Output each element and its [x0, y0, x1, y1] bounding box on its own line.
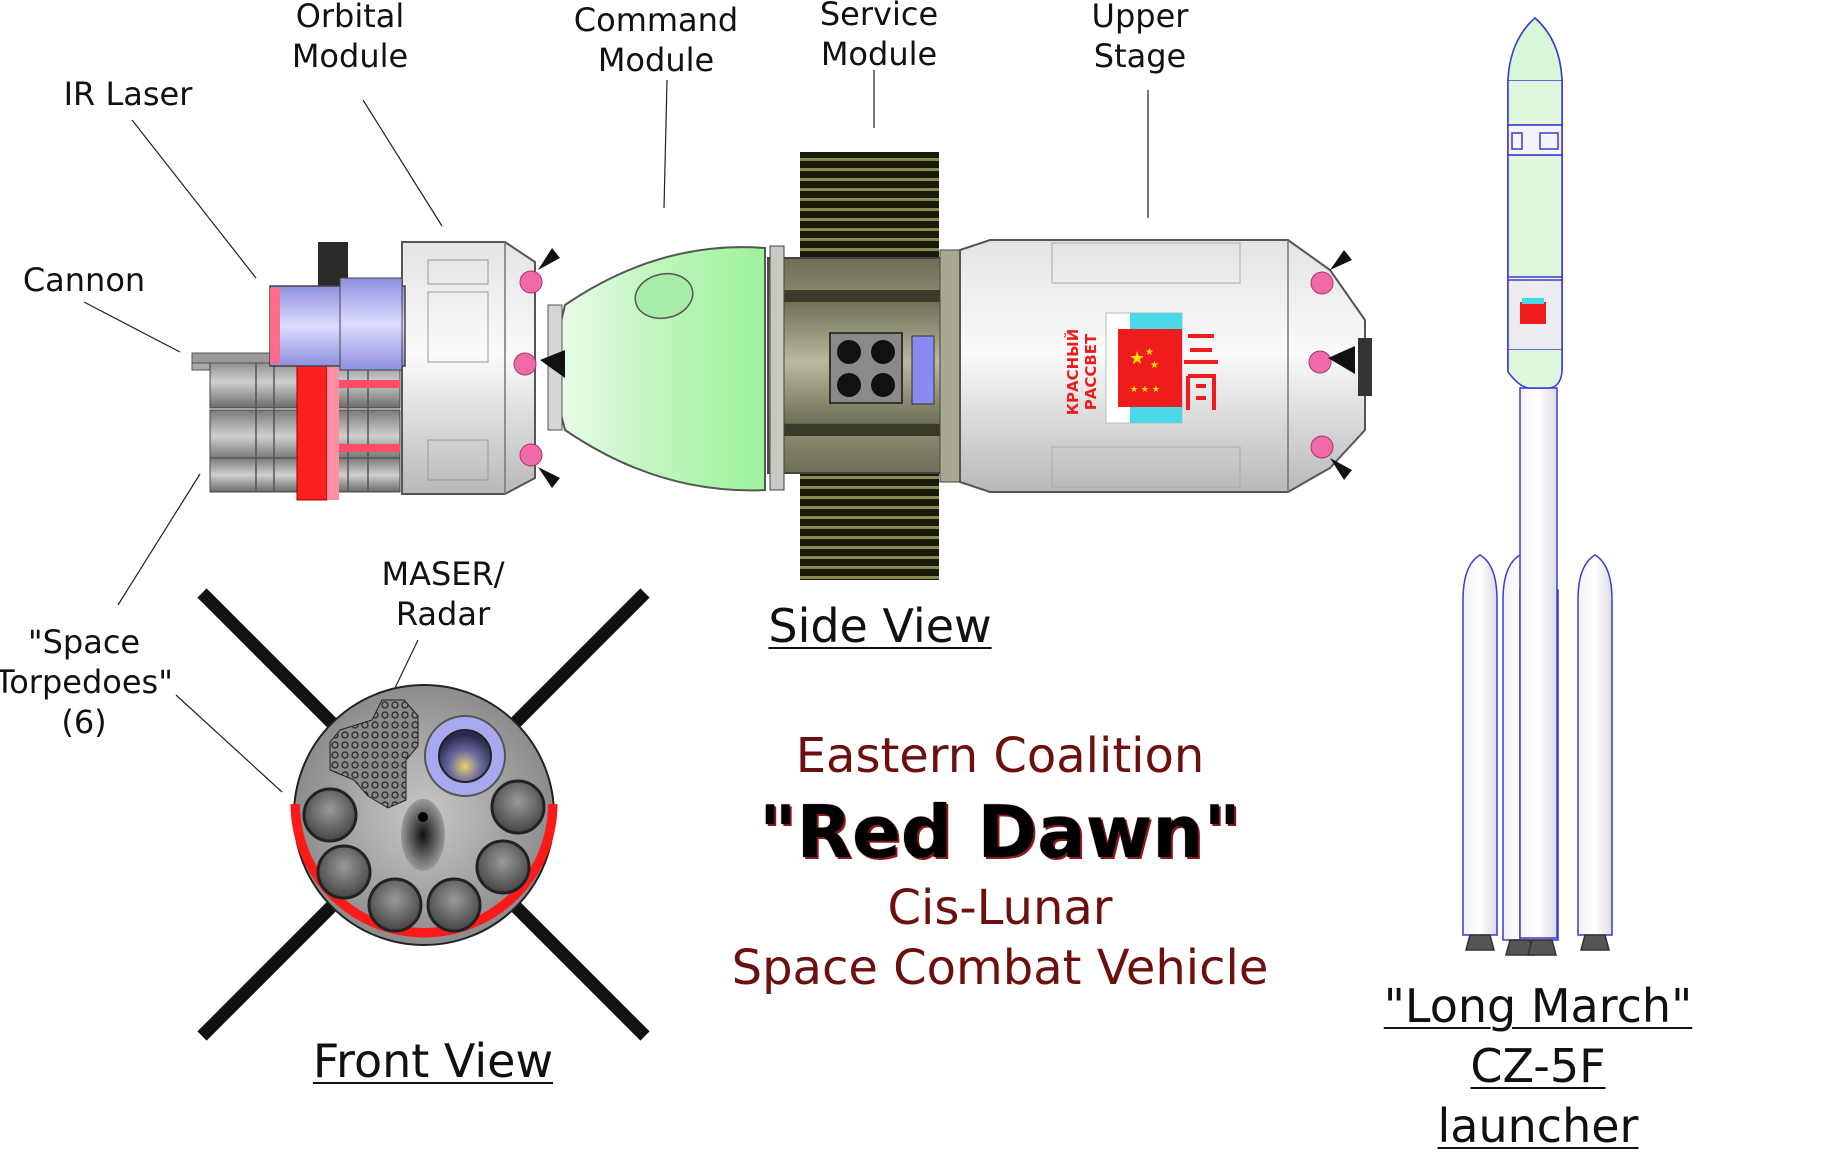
hull-marking-line-2: РАССВЕТ [1082, 333, 1100, 410]
upper-stage-label: Upper Stage [1092, 0, 1189, 76]
flag-emblem: ★ ★ ★ ★ ★ ★ [1105, 312, 1218, 424]
ir-laser-aperture [424, 715, 506, 797]
ir-laser-label: IR Laser [63, 75, 193, 113]
solar-cell-stripe [800, 218, 939, 221]
rcs-thrusters [513, 270, 1334, 467]
solar-cell-stripe [800, 178, 939, 181]
solar-cell-stripe [800, 546, 939, 549]
solar-cell-stripe [800, 208, 939, 211]
command-module-label: Command Module [574, 0, 738, 80]
space-torpedoes-label-line2: Torpedoes" [0, 663, 173, 701]
upper-stage-label-line1: Upper [1091, 0, 1189, 35]
launcher-caption-line1: "Long March" [1383, 979, 1693, 1033]
space-torpedoes-label-line1: "Space [27, 623, 141, 661]
solar-cell-stripe [800, 198, 939, 201]
front-view-spacecraft [197, 588, 650, 1041]
svg-text:★ ★ ★: ★ ★ ★ [1130, 385, 1160, 395]
solar-cell-stripe [800, 238, 939, 241]
cannon-label: Cannon [22, 261, 146, 299]
hull-marking-line-1: КРАСНЫЙ [1063, 329, 1082, 416]
sensor-panel [911, 335, 935, 405]
solar-cell-stripe [800, 496, 939, 499]
maser-radar-label-line2: Radar [395, 595, 491, 633]
thruster-cluster [829, 332, 903, 404]
upper-stage-label-line2: Stage [1093, 37, 1187, 75]
solar-cell-stripe [800, 158, 939, 161]
orbital-module-label-line2: Module [291, 37, 409, 75]
hull-marking: КРАСНЫЙРАССВЕТ [1063, 329, 1100, 416]
solar-cell-stripe [800, 516, 939, 519]
command-module-window [634, 272, 694, 320]
solar-cell-stripe [800, 566, 939, 569]
solar-cell-stripe [800, 486, 939, 489]
solar-cell-stripe [800, 188, 939, 191]
title-line-2: "Red Dawn" [758, 790, 1242, 874]
svg-text:★: ★ [1150, 360, 1159, 371]
torpedo-tubes [191, 355, 401, 493]
launcher-caption-line3: launcher [1437, 1099, 1639, 1153]
orbital-module-label: Orbital Module [292, 0, 408, 76]
maser-radar-label: MASER/ Radar [381, 554, 504, 634]
front-view-label: Front View [312, 1034, 554, 1088]
title-line-1: Eastern Coalition [795, 728, 1205, 784]
svg-text:★: ★ [1129, 348, 1145, 369]
side-view-label: Side View [768, 599, 992, 653]
svg-text:★: ★ [1145, 347, 1154, 358]
side-view-spacecraft: ★ ★ ★ ★ ★ ★ КРАСНЫЙРАССВЕТ [191, 152, 1372, 580]
long-march-rocket [1462, 17, 1613, 956]
leader-lines [83, 70, 1149, 793]
solar-cell-stripe [800, 536, 939, 539]
service-module-label-line2: Module [820, 35, 938, 73]
solar-cell-stripe [800, 476, 939, 479]
laser-mount [296, 345, 339, 501]
orbital-module-label-line1: Orbital [295, 0, 405, 35]
cannon-muzzle [401, 799, 445, 871]
maser-radar-array [329, 699, 419, 809]
solar-cell-stripe [800, 506, 939, 509]
space-torpedoes-label: "Space Torpedoes" (6) [0, 622, 173, 742]
title-line-3: Cis-Lunar [887, 880, 1113, 936]
solar-cell-stripe [800, 576, 939, 579]
launcher-caption: "Long March" CZ-5F launcher [1384, 976, 1692, 1156]
solar-cell-stripe [800, 168, 939, 171]
solar-cell-stripe [800, 526, 939, 529]
service-module-label: Service Module [820, 0, 938, 74]
command-module-label-line2: Module [597, 41, 715, 79]
torpedo-ports [302, 779, 546, 933]
solar-cell-stripe [800, 556, 939, 559]
service-module-label-line1: Service [819, 0, 939, 33]
space-torpedoes-label-line3: (6) [61, 703, 107, 741]
title-line-4: Space Combat Vehicle [731, 940, 1269, 996]
maser-radar-label-line1: MASER/ [381, 555, 505, 593]
command-module-label-line1: Command [573, 1, 739, 39]
launcher-caption-line2: CZ-5F [1470, 1039, 1606, 1093]
solar-cell-stripe [800, 248, 939, 251]
ir-laser [269, 242, 406, 371]
solar-cell-stripe [800, 228, 939, 231]
